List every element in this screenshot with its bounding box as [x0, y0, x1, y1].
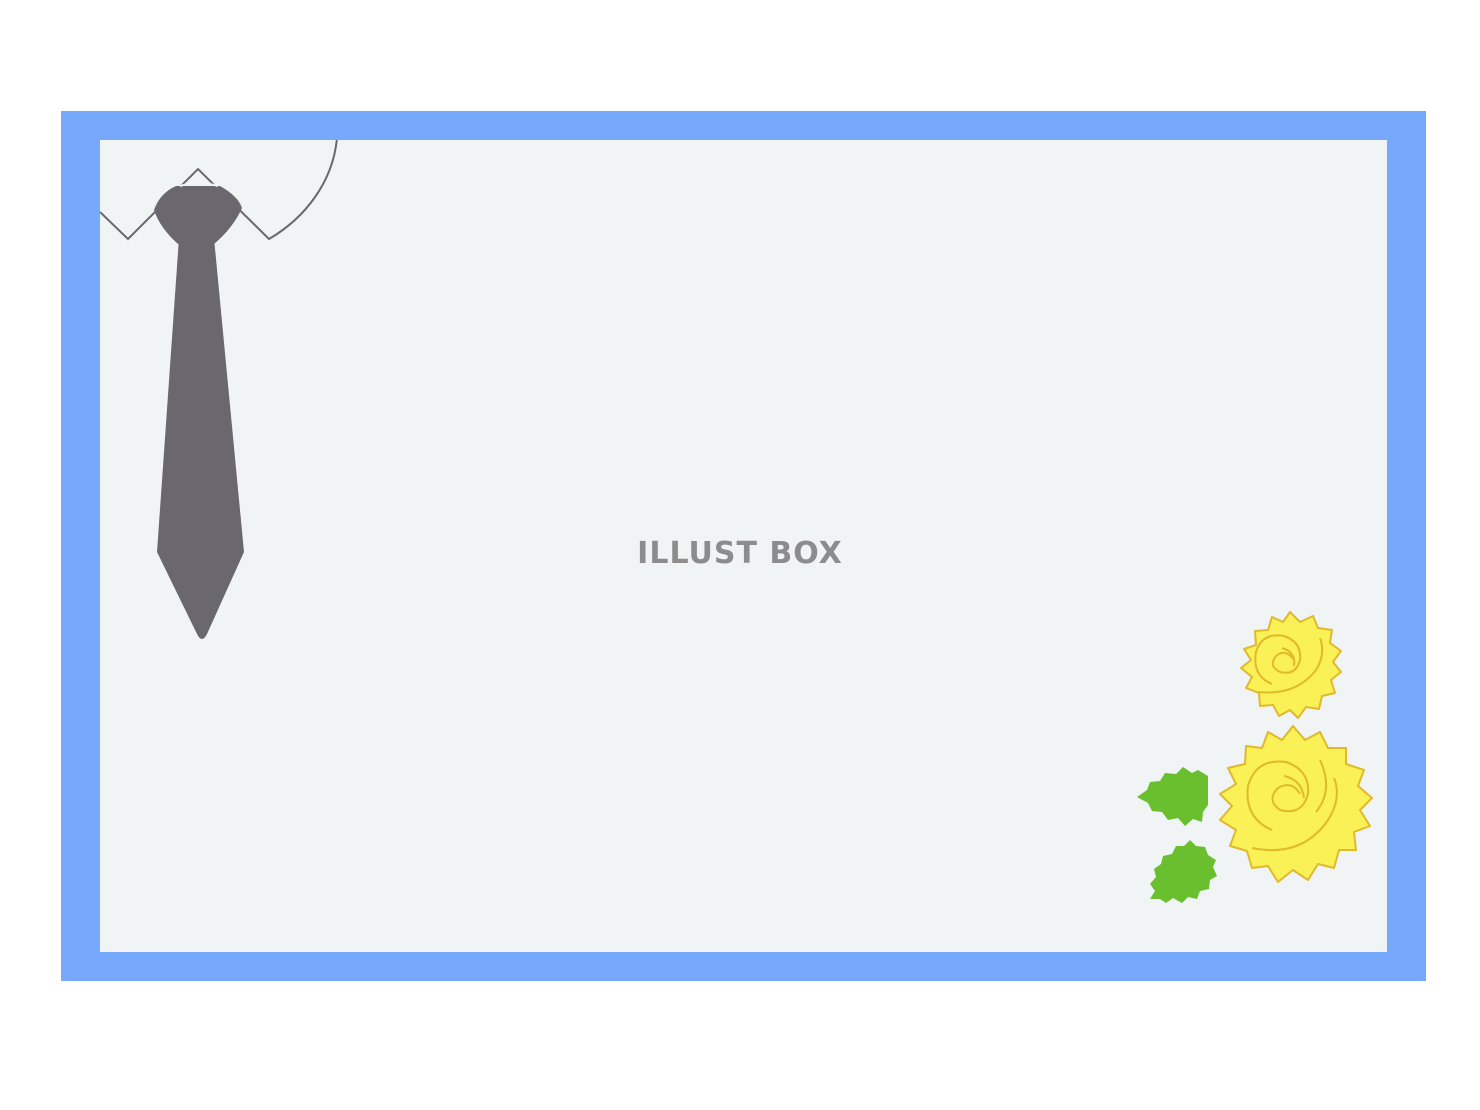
- yellow-rose-icon: [1219, 725, 1373, 883]
- leaf-icon: [1137, 767, 1208, 826]
- shirt-collar-icon: [100, 140, 338, 241]
- necktie-icon: [154, 182, 244, 639]
- card-frame: [61, 111, 1426, 981]
- watermark-text: ILLUST BOX: [637, 536, 843, 571]
- leaf-icon: [1150, 840, 1217, 903]
- yellow-rose-icon: [1240, 611, 1342, 719]
